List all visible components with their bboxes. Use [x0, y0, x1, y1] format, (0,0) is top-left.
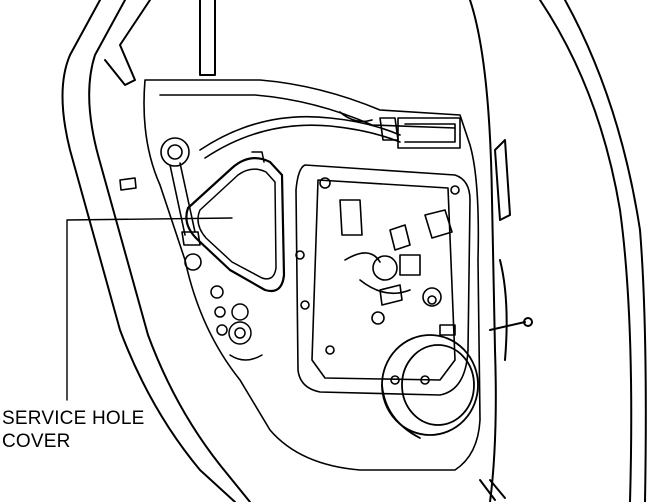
callout-line-2: COVER [2, 431, 71, 452]
wiring-harness [199, 111, 461, 159]
callout-line-1: SERVICE HOLE [2, 408, 145, 429]
callout-label: SERVICE HOLE COVER [2, 407, 145, 453]
door-edge [469, 0, 647, 502]
door-check-rod [119, 137, 202, 271]
door-frame [61, 0, 251, 502]
service-hole-cover [185, 151, 286, 293]
callout-leader-line [66, 217, 233, 401]
window-regulator-carrier [295, 164, 471, 396]
inner-panel [143, 79, 481, 471]
speaker-opening [381, 334, 479, 439]
panel-holes [210, 285, 263, 361]
